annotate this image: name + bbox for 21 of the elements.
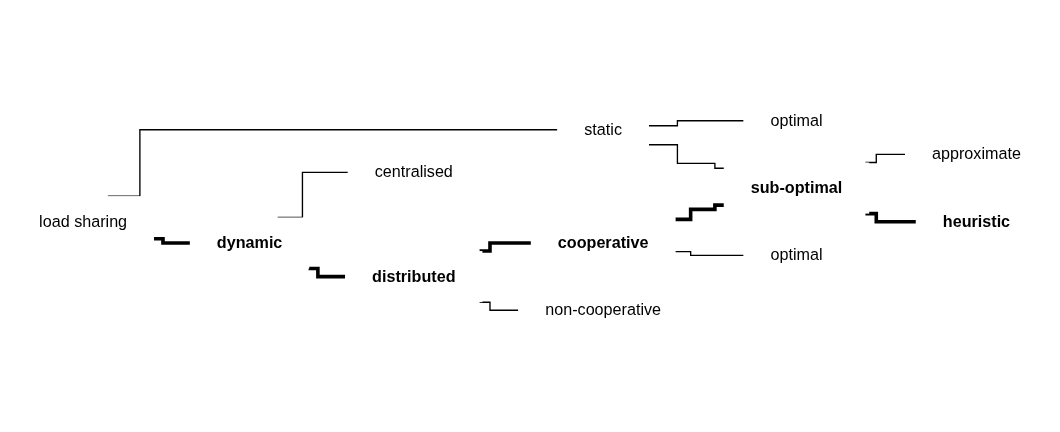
node-text: distributed [372, 267, 456, 286]
connector [308, 267, 346, 279]
node-text: dynamic [216, 234, 283, 252]
node-text: approximate [932, 145, 1021, 164]
connector [675, 203, 724, 222]
connector [674, 251, 745, 257]
node-text: centralised [374, 163, 453, 182]
connector [107, 129, 559, 198]
node-text: optimal [770, 246, 823, 265]
node-text: optimal [770, 111, 823, 130]
connector [648, 120, 745, 127]
connector [865, 212, 916, 224]
connector [648, 144, 725, 170]
connector [154, 237, 190, 246]
node-text: load sharing [39, 212, 128, 231]
node-text: heuristic [942, 212, 1011, 231]
connector [479, 241, 531, 254]
node-text: static [584, 120, 622, 139]
node-text: non-cooperative [545, 301, 662, 320]
node-text: sub-optimal [750, 179, 843, 198]
node-text: cooperative [557, 234, 649, 252]
